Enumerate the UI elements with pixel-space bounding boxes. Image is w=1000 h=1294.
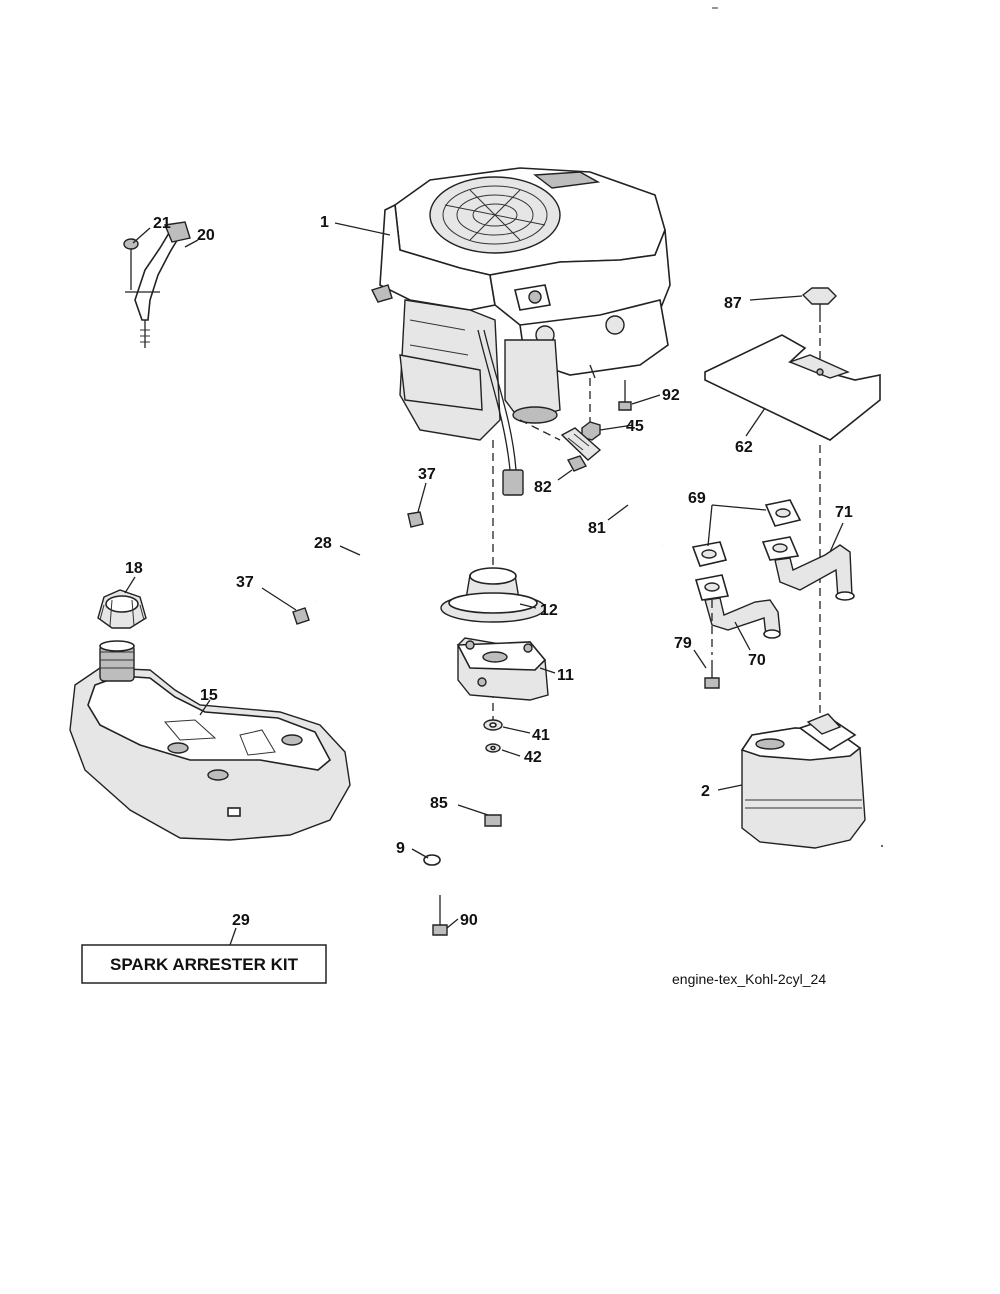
heat-shield <box>704 334 881 441</box>
callout-62: 62 <box>735 439 753 456</box>
gasket-leader-a <box>711 504 767 511</box>
callout-1: 1 <box>320 214 329 231</box>
callout-85: 85 <box>430 795 448 812</box>
lock-washer <box>485 743 501 753</box>
clutch-bolt <box>484 762 502 827</box>
engine-bolt <box>618 380 632 411</box>
callout-2: 2 <box>701 783 710 800</box>
oil-drain-hose <box>599 467 665 547</box>
engine <box>371 167 671 496</box>
callout-69: 69 <box>688 490 706 507</box>
callout-labels: 1 21 20 87 92 45 62 37 82 69 71 81 28 18… <box>125 214 853 929</box>
scan-dot <box>881 845 883 847</box>
callout-29: 29 <box>232 912 250 929</box>
callout-37-bottom: 37 <box>236 574 254 591</box>
pulley <box>440 567 546 623</box>
callout-92: 92 <box>662 387 680 404</box>
filter-line <box>519 419 561 441</box>
exhaust-pipe-right <box>774 544 855 601</box>
exhaust-pipe-left <box>704 597 781 655</box>
muffler <box>740 713 866 849</box>
fuel-filter <box>560 427 602 472</box>
washer <box>483 719 503 731</box>
bolt <box>704 660 720 689</box>
fuel-line <box>315 520 411 604</box>
callout-20: 20 <box>197 227 215 244</box>
callout-82: 82 <box>534 479 552 496</box>
callout-90: 90 <box>460 912 478 929</box>
callout-28: 28 <box>314 535 332 552</box>
callout-87: 87 <box>724 295 742 312</box>
shield-knob <box>801 287 837 322</box>
leader-lines <box>124 222 844 946</box>
callout-12: 12 <box>540 602 558 619</box>
callout-9: 9 <box>396 840 405 857</box>
hose-clamp <box>292 511 424 625</box>
callout-41: 41 <box>532 727 550 744</box>
callout-37-top: 37 <box>418 466 436 483</box>
callout-18: 18 <box>125 560 143 577</box>
callout-81: 81 <box>588 520 606 537</box>
exhaust-gasket <box>691 499 802 601</box>
callout-11: 11 <box>557 667 574 684</box>
callout-15: 15 <box>200 687 218 704</box>
callout-79: 79 <box>674 635 692 652</box>
callout-42: 42 <box>524 749 542 766</box>
callout-71: 71 <box>835 504 853 521</box>
callout-21: 21 <box>153 215 171 232</box>
fuel-tank <box>69 640 351 841</box>
callout-70: 70 <box>748 652 766 669</box>
spark-arrester-kit: SPARK ARRESTER KIT <box>81 944 327 984</box>
pto-clutch <box>456 637 549 701</box>
gasket-leader-b <box>707 504 713 547</box>
figure-id: engine-tex_Kohl-2cyl_24 <box>672 971 826 987</box>
kit-label: SPARK ARRESTER KIT <box>110 955 299 974</box>
oil-dipstick-tube <box>134 221 191 348</box>
fuel-cap <box>97 589 147 629</box>
drive-bolt <box>432 895 448 936</box>
callout-45: 45 <box>626 418 644 435</box>
